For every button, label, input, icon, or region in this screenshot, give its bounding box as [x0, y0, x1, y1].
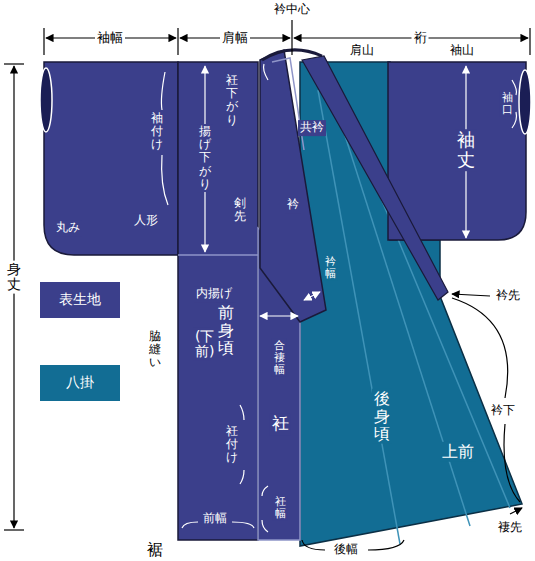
part-label: 裄: [412, 30, 429, 47]
part-label: 前幅: [201, 511, 229, 527]
part-label: 後幅: [332, 542, 360, 558]
legend-text: 八掛: [66, 374, 94, 392]
part-label: 衿: [285, 197, 301, 213]
part-label: 袖山: [448, 43, 476, 59]
part-label: 衿幅: [323, 255, 338, 281]
part-label: 後身頃: [372, 389, 392, 444]
part-label: 衽付け: [224, 424, 240, 466]
part-label: 共衿: [298, 120, 326, 136]
legend-swatch: 八掛: [40, 365, 120, 401]
part-label: 揚げ下がり: [197, 124, 213, 192]
part-label: 袖付け: [149, 111, 165, 153]
part-label: 剣先: [232, 196, 248, 224]
part-label: 合褄幅: [272, 339, 287, 377]
part-label: 丸み: [54, 220, 82, 236]
part-label: 袖幅: [95, 30, 125, 47]
part-label: 衽幅: [273, 495, 288, 521]
part-label: 裾: [145, 540, 165, 560]
part-label: 衽下がり: [224, 73, 240, 128]
part-label: 衽: [270, 413, 291, 435]
part-label: 衿中心: [272, 2, 312, 18]
part-label: (下前): [193, 328, 211, 361]
part-label: 衿先: [494, 288, 522, 304]
part-label: 内揚げ: [194, 286, 234, 302]
part-label: 人形: [132, 213, 160, 229]
legend-text: 表生地: [59, 291, 101, 309]
part-label: 脇縫い: [147, 329, 163, 371]
part-label: 肩幅: [220, 30, 250, 47]
part-label: 肩山: [348, 43, 376, 59]
part-label: 袖口: [500, 91, 515, 117]
part-label: 袖丈: [455, 129, 477, 171]
part-label: 上前: [440, 442, 476, 462]
legend-swatch: 表生地: [40, 282, 120, 318]
part-label: 褄先: [496, 520, 524, 536]
part-label: 身丈: [5, 261, 23, 294]
part-label: 前身頃: [216, 303, 236, 358]
part-label: 衿下: [489, 403, 517, 419]
